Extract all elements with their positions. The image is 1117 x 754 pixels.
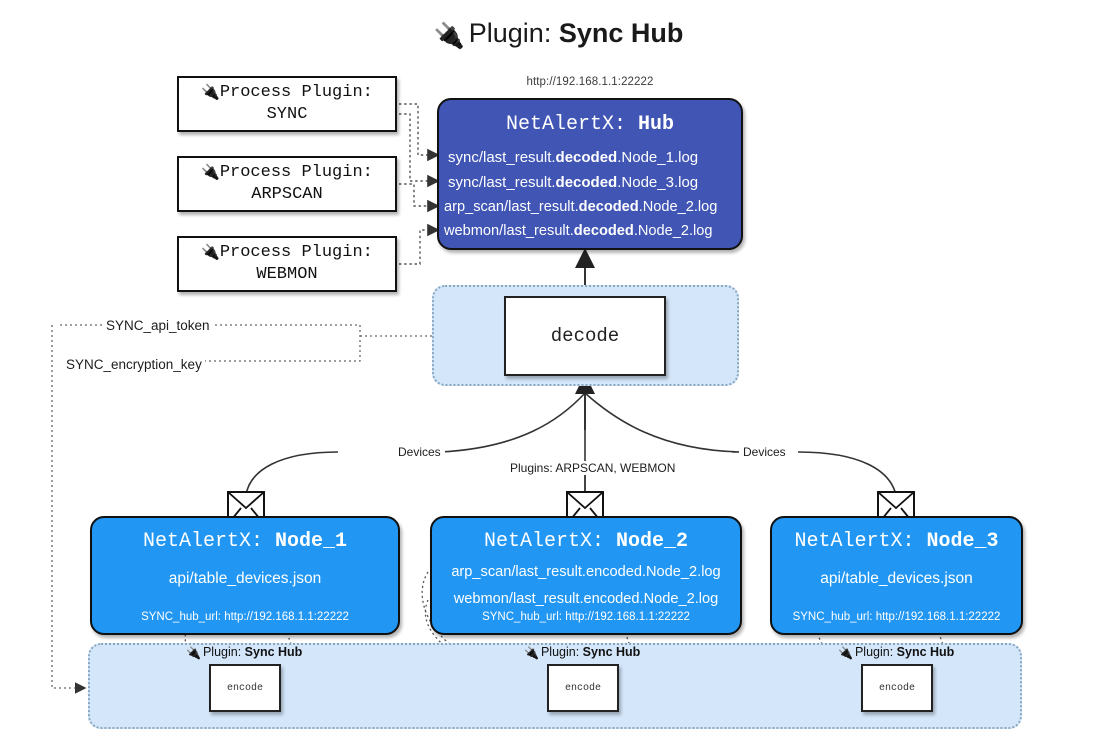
plug-icon: 🔌 [186,646,201,660]
encode-box-node-3[interactable]: encode [861,664,933,712]
process-plugin-webmon[interactable]: 🔌Process Plugin: WEBMON [177,236,397,292]
hub-log-line: sync/last_result.decoded.Node_1.log [448,149,699,166]
encoder-2-caption: 🔌Plugin: Sync Hub [524,645,641,660]
process-plugin-webmon-name: WEBMON [256,265,318,285]
process-plugin-webmon-label: 🔌Process Plugin: [201,243,373,262]
edge-label-devices-right: Devices [739,445,790,459]
encode-box-node-1[interactable]: encode [209,664,281,712]
process-plugin-arpscan-name: ARPSCAN [251,185,323,205]
decode-box[interactable]: decode [504,296,666,376]
edge-label-devices-left: Devices [394,445,445,459]
node-1-hub-url: SYNC_hub_url: http://192.168.1.1:22222 [141,611,349,623]
encoder-3-caption: 🔌Plugin: Sync Hub [838,645,955,660]
node-2-hub-url: SYNC_hub_url: http://192.168.1.1:22222 [482,611,690,623]
process-plugin-sync-label: 🔌Process Plugin: [201,83,373,102]
node-1-lines: api/table_devices.json [92,565,398,593]
plug-icon: 🔌 [201,85,220,102]
node-2[interactable]: NetAlertX: Node_2 arp_scan/last_result.e… [430,516,742,635]
edge-label-plugins: Plugins: ARPSCAN, WEBMON [506,461,680,475]
node-2-lines: arp_scan/last_result.encoded.Node_2.log … [432,559,740,613]
node-3-title: NetAlertX: Node_3 [794,530,999,553]
node-3-lines: api/table_devices.json [772,565,1021,593]
plug-icon: 🔌 [201,245,220,262]
node-3-line: api/table_devices.json [820,570,973,587]
node-3[interactable]: NetAlertX: Node_3 api/table_devices.json… [770,516,1023,635]
node-2-line: webmon/last_result.encoded.Node_2.log [453,591,719,607]
hub-log-list: sync/last_result.decoded.Node_1.log sync… [439,145,741,243]
hub-log-line: arp_scan/last_result.decoded.Node_2.log [444,199,718,215]
page-title-strong: Sync Hub [558,18,684,48]
process-plugin-sync[interactable]: 🔌Process Plugin: SYNC [177,76,397,132]
hub-log-line: sync/last_result.decoded.Node_3.log [448,174,699,191]
plug-icon: 🔌 [524,646,539,660]
plug-icon: 🔌 [201,165,220,182]
hub-node[interactable]: NetAlertX: Hub sync/last_result.decoded.… [437,98,743,250]
page-title: 🔌Plugin: Sync Hub [0,18,1117,51]
node-3-hub-url: SYNC_hub_url: http://192.168.1.1:22222 [792,611,1001,623]
hub-title: NetAlertX: Hub [505,113,675,136]
encoder-1-caption: 🔌Plugin: Sync Hub [186,645,303,660]
encode-box-node-2[interactable]: encode [547,664,619,712]
plug-icon: 🔌 [433,22,465,50]
plug-icon: 🔌 [838,646,853,660]
hub-url-caption: http://192.168.1.1:22222 [526,76,654,88]
process-plugin-arpscan-label: 🔌Process Plugin: [201,163,373,182]
process-plugin-arpscan[interactable]: 🔌Process Plugin: ARPSCAN [177,156,397,212]
hub-log-line: webmon/last_result.decoded.Node_2.log [444,223,713,239]
label-sync-api-token: SYNC_api_token [103,318,213,333]
node-1-line: api/table_devices.json [168,570,322,587]
label-sync-encryption-key: SYNC_encryption_key [63,357,205,372]
node-2-title: NetAlertX: Node_2 [483,530,689,553]
node-1-title: NetAlertX: Node_1 [142,530,348,553]
node-2-line: arp_scan/last_result.encoded.Node_2.log [451,564,721,580]
page-title-prefix: Plugin: [468,18,559,48]
process-plugin-sync-name: SYNC [266,105,308,125]
node-1[interactable]: NetAlertX: Node_1 api/table_devices.json… [90,516,400,635]
